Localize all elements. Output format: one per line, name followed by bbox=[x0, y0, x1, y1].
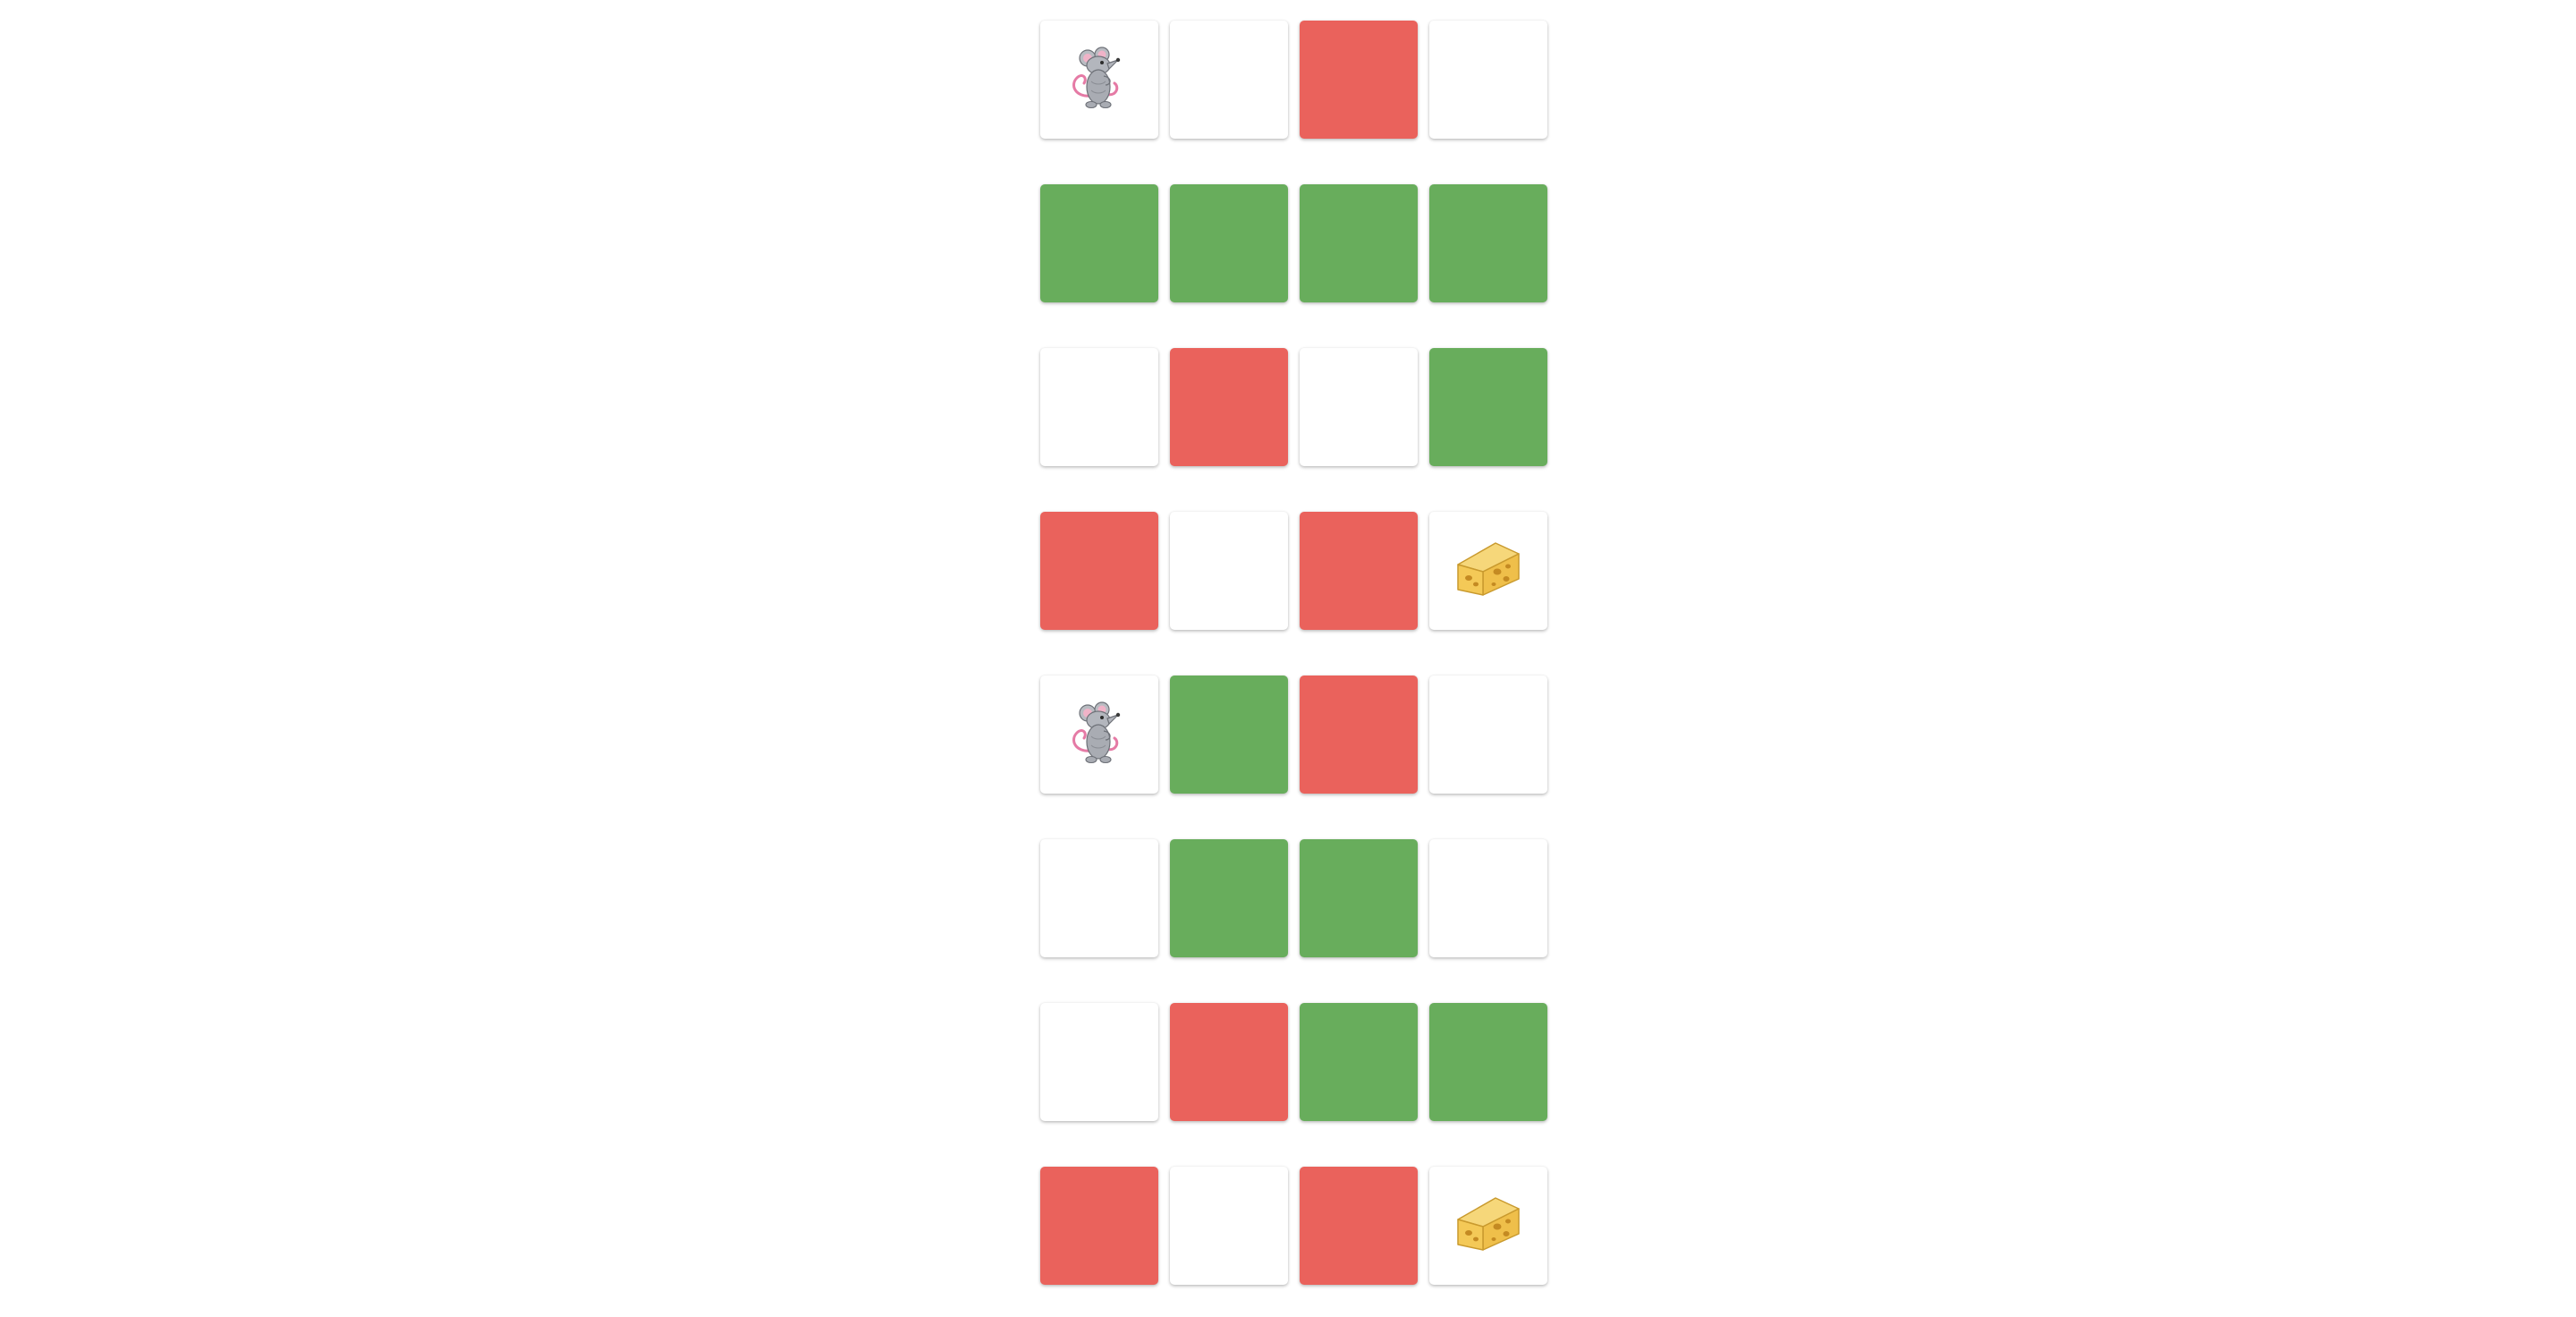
tile-green[interactable] bbox=[1170, 184, 1288, 302]
tile-green[interactable] bbox=[1170, 839, 1288, 957]
tile-empty[interactable] bbox=[1170, 512, 1288, 630]
tile-empty[interactable] bbox=[1170, 1167, 1288, 1285]
board-row bbox=[1040, 512, 1548, 630]
mouse-icon bbox=[1072, 47, 1121, 109]
game-board bbox=[1040, 21, 1548, 1285]
tile-red[interactable] bbox=[1300, 675, 1418, 794]
tile-green[interactable] bbox=[1429, 348, 1547, 466]
tile-cheese[interactable] bbox=[1429, 1167, 1547, 1285]
board-row bbox=[1040, 21, 1548, 139]
cheese-icon bbox=[1457, 542, 1520, 596]
tile-green[interactable] bbox=[1040, 184, 1158, 302]
tile-red[interactable] bbox=[1040, 1167, 1158, 1285]
board-row bbox=[1040, 839, 1548, 957]
tile-empty[interactable] bbox=[1429, 839, 1547, 957]
tile-green[interactable] bbox=[1300, 1003, 1418, 1121]
tile-red[interactable] bbox=[1300, 1167, 1418, 1285]
tile-red[interactable] bbox=[1300, 21, 1418, 139]
tile-green[interactable] bbox=[1429, 1003, 1547, 1121]
board-row bbox=[1040, 1003, 1548, 1121]
tile-mouse[interactable] bbox=[1040, 21, 1158, 139]
tile-green[interactable] bbox=[1170, 675, 1288, 794]
tile-empty[interactable] bbox=[1040, 1003, 1158, 1121]
cheese-icon bbox=[1457, 1197, 1520, 1251]
tile-red[interactable] bbox=[1040, 512, 1158, 630]
board-row bbox=[1040, 184, 1548, 302]
tile-red[interactable] bbox=[1170, 348, 1288, 466]
tile-empty[interactable] bbox=[1170, 21, 1288, 139]
tile-green[interactable] bbox=[1429, 184, 1547, 302]
tile-empty[interactable] bbox=[1429, 675, 1547, 794]
tile-cheese[interactable] bbox=[1429, 512, 1547, 630]
mouse-icon bbox=[1072, 701, 1121, 764]
tile-empty[interactable] bbox=[1300, 348, 1418, 466]
board-row bbox=[1040, 1167, 1548, 1285]
board-row bbox=[1040, 348, 1548, 466]
tile-green[interactable] bbox=[1300, 184, 1418, 302]
tile-red[interactable] bbox=[1300, 512, 1418, 630]
tile-empty[interactable] bbox=[1429, 21, 1547, 139]
board-row bbox=[1040, 675, 1548, 794]
tile-empty[interactable] bbox=[1040, 348, 1158, 466]
tile-green[interactable] bbox=[1300, 839, 1418, 957]
tile-mouse[interactable] bbox=[1040, 675, 1158, 794]
tile-empty[interactable] bbox=[1040, 839, 1158, 957]
tile-red[interactable] bbox=[1170, 1003, 1288, 1121]
